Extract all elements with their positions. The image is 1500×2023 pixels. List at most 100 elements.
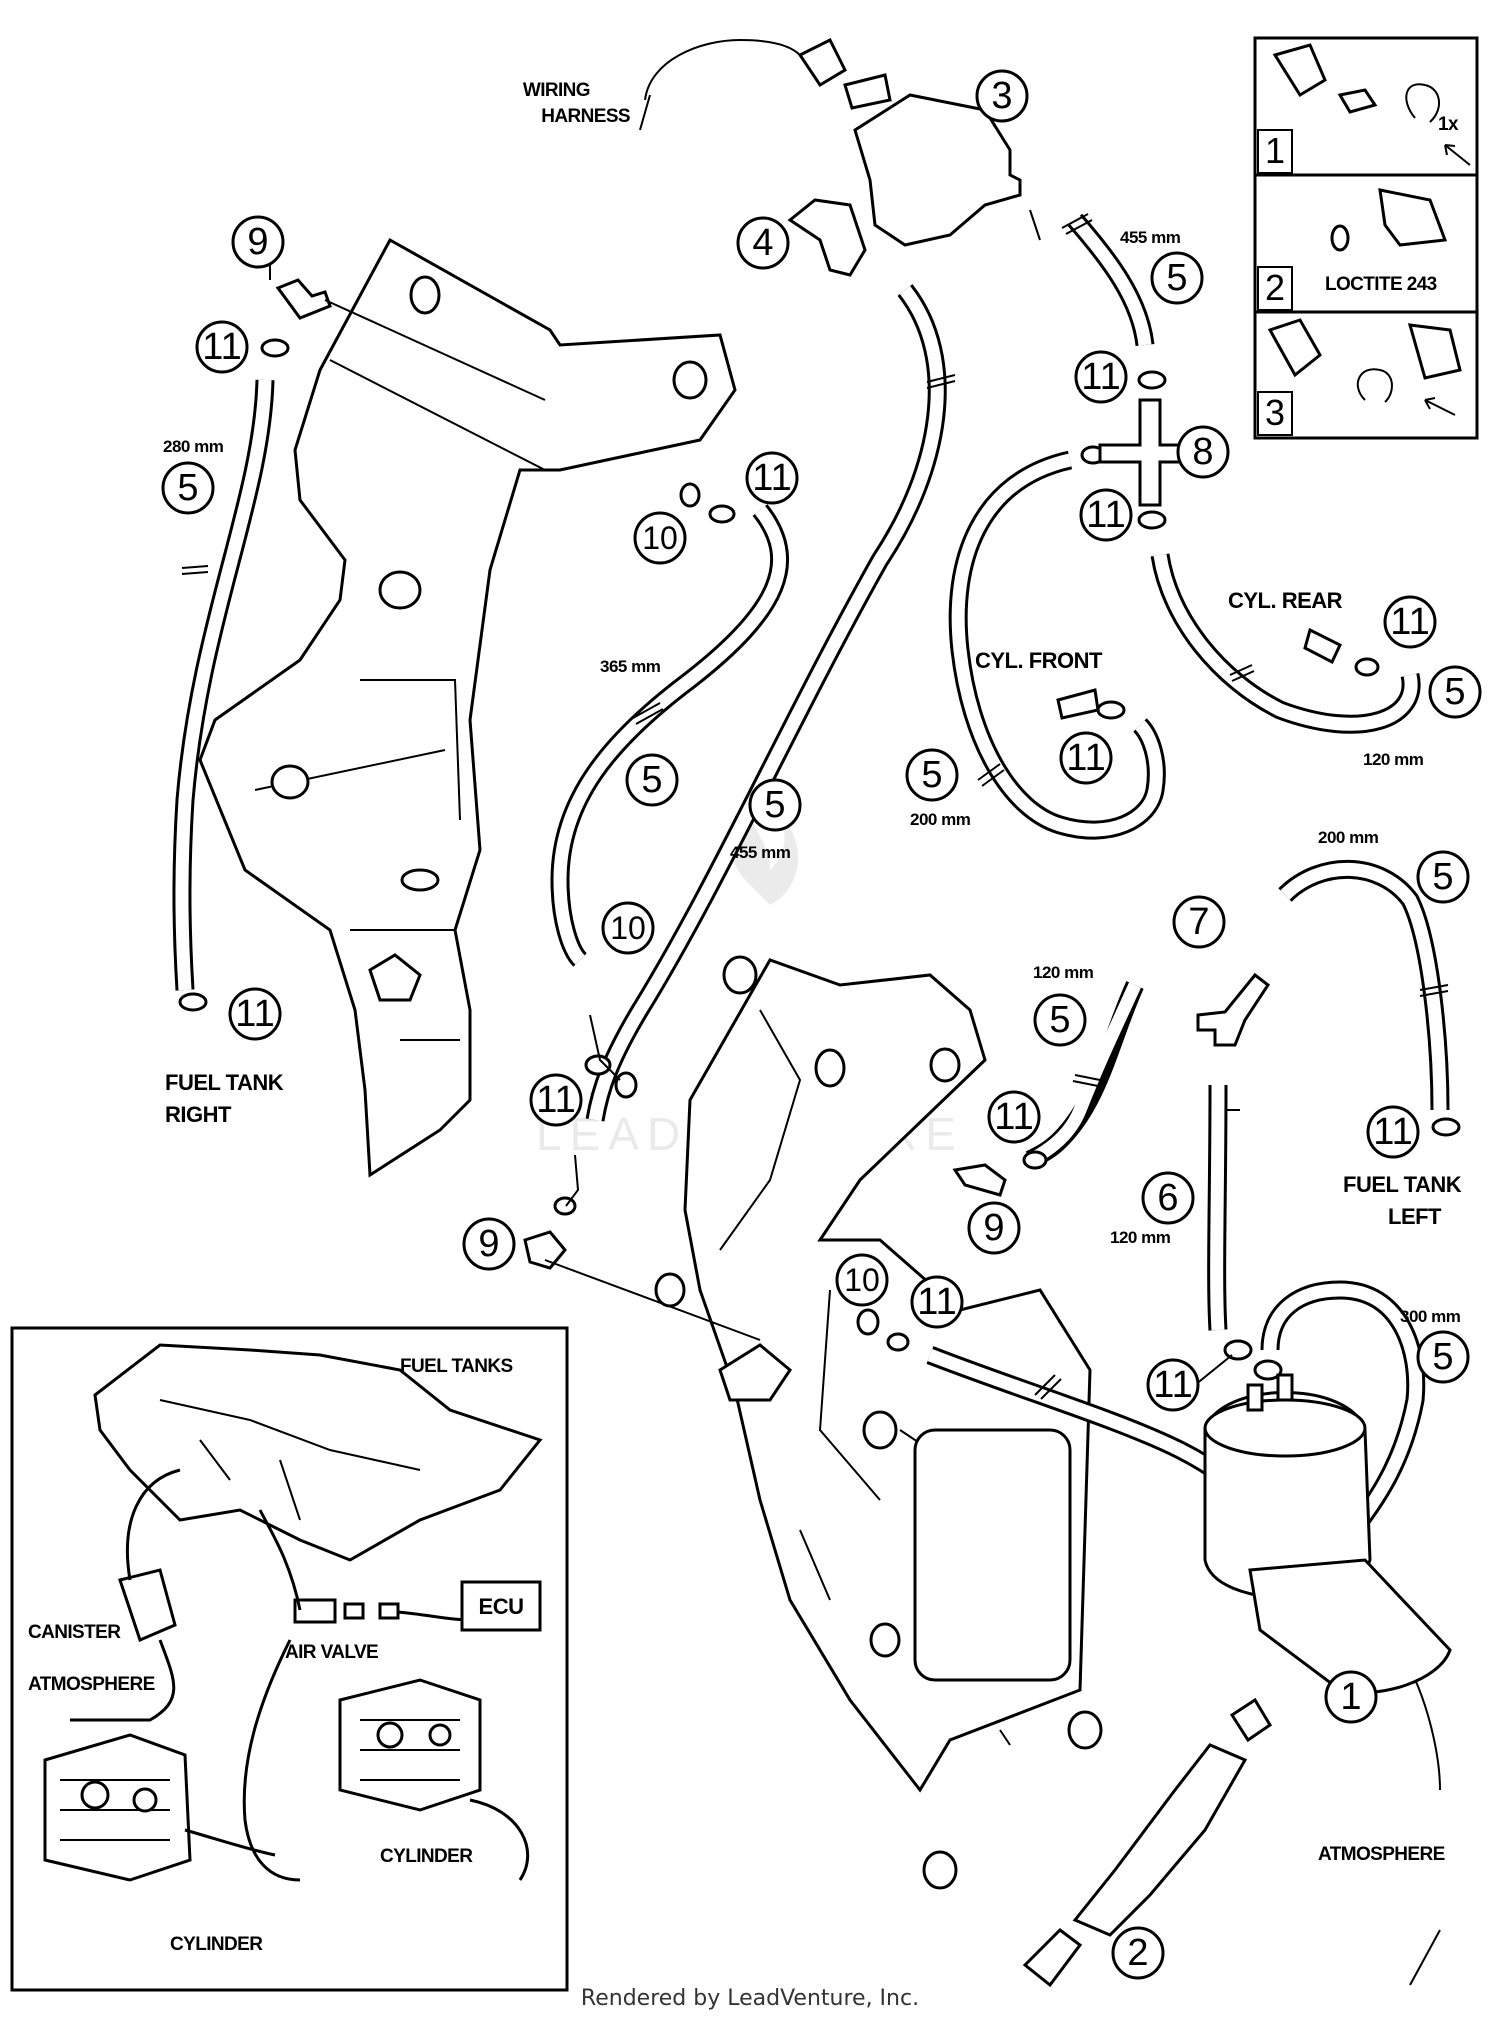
svg-text:3: 3 <box>1265 392 1285 433</box>
dim-455-mid: 455 mm <box>730 843 791 862</box>
fuel-tank-left-shell <box>654 955 1103 1890</box>
svg-text:10: 10 <box>610 910 646 946</box>
svg-text:11: 11 <box>994 1096 1033 1138</box>
legend-torque-note: 1x <box>1438 114 1459 135</box>
inset-label-ecu: ECU <box>479 1594 524 1619</box>
label-cyl-rear: CYL. REAR <box>1228 588 1343 613</box>
svg-text:1: 1 <box>1265 130 1285 171</box>
callout-11: 11 <box>1074 350 1128 404</box>
label-wiring-harness-1: WIRING <box>523 80 590 101</box>
svg-text:5: 5 <box>921 754 942 796</box>
callout-9: 9 <box>462 1217 516 1271</box>
callout-11: 11 <box>910 1275 964 1329</box>
assembly-steps-legend: 1 1x 2 LOCTITE 243 3 <box>1253 36 1479 440</box>
svg-text:11: 11 <box>1153 1364 1192 1406</box>
dim-300: 300 mm <box>1400 1307 1461 1326</box>
callout-3: 3 <box>975 69 1029 123</box>
dim-120-mid: 120 mm <box>1033 963 1094 982</box>
svg-text:5: 5 <box>1444 671 1465 713</box>
inset-label-cylinder-left: CYLINDER <box>170 1934 263 1955</box>
svg-text:9: 9 <box>983 1207 1004 1249</box>
callout-5: 5 <box>1416 850 1470 904</box>
svg-text:11: 11 <box>752 457 791 499</box>
callout-11: 11 <box>1079 488 1133 542</box>
svg-text:7: 7 <box>1188 901 1209 943</box>
svg-text:11: 11 <box>1081 356 1120 398</box>
callout-5: 5 <box>1033 993 1087 1047</box>
label-cyl-front: CYL. FRONT <box>975 648 1103 673</box>
callout-6: 6 <box>1141 1171 1195 1225</box>
legend-step-3: 3 <box>1257 318 1462 436</box>
callout-5: 5 <box>1150 251 1204 305</box>
callout-5: 5 <box>625 753 679 807</box>
svg-text:11: 11 <box>917 1281 956 1323</box>
svg-text:11: 11 <box>202 326 241 368</box>
inset-label-fuel-tanks: FUEL TANKS <box>400 1356 513 1377</box>
callout-5: 5 <box>1416 1330 1470 1384</box>
callout-11: 11 <box>529 1073 583 1127</box>
inset-label-canister: CANISTER <box>28 1622 121 1643</box>
dim-280: 280 mm <box>163 437 224 456</box>
svg-text:10: 10 <box>642 520 678 556</box>
label-fuel-tank-left-2: LEFT <box>1388 1204 1442 1229</box>
ecu-box <box>460 1580 542 1632</box>
callout-9: 9 <box>967 1201 1021 1255</box>
svg-text:5: 5 <box>177 467 198 509</box>
callout-11: 11 <box>1383 595 1437 649</box>
svg-text:5: 5 <box>1432 856 1453 898</box>
inset-label-air-valve: AIR VALVE <box>285 1642 378 1663</box>
inset-label-cylinder-right: CYLINDER <box>380 1846 473 1867</box>
callout-11: 11 <box>1146 1358 1200 1412</box>
callout-9: 9 <box>231 215 285 269</box>
callout-11: 11 <box>1059 731 1113 785</box>
text-labels: WIRING HARNESS FUEL TANK RIGHT FUEL TANK… <box>165 80 1462 1865</box>
callout-11: 11 <box>228 987 282 1041</box>
callout-5: 5 <box>1428 665 1482 719</box>
svg-text:5: 5 <box>764 784 785 826</box>
clamps-and-fittings <box>178 37 1461 1988</box>
callout-11: 11 <box>1366 1105 1420 1159</box>
inset-label-atmosphere: ATMOSPHERE <box>28 1674 155 1695</box>
svg-text:5: 5 <box>1049 999 1070 1041</box>
dim-455-top: 455 mm <box>1120 228 1181 247</box>
svg-text:11: 11 <box>1373 1111 1412 1153</box>
dim-200-left: 200 mm <box>1318 828 1379 847</box>
footer-credit: Rendered by LeadVenture, Inc. <box>581 1986 919 2011</box>
callouts: 3 4 9 11 5 5 11 8 11 11 10 11 5 5 5 11 5… <box>161 69 1482 1980</box>
svg-text:9: 9 <box>247 221 268 263</box>
fuel-tank-right-shell <box>198 237 737 1178</box>
callout-11: 11 <box>987 1090 1041 1144</box>
callout-10: 10 <box>835 1253 889 1307</box>
callout-10: 10 <box>601 901 655 955</box>
svg-text:1: 1 <box>1340 1676 1361 1718</box>
system-inset: FUEL TANKS CANISTER ATMOSPHERE AIR VALVE… <box>10 1326 569 1992</box>
label-fuel-tank-left-1: FUEL TANK <box>1343 1172 1462 1197</box>
legend-step-2: 2 LOCTITE 243 <box>1257 188 1448 311</box>
dim-120-rear: 120 mm <box>1363 750 1424 769</box>
callout-1: 1 <box>1324 1670 1378 1724</box>
callout-5: 5 <box>161 461 215 515</box>
dim-120-6: 120 mm <box>1110 1228 1171 1247</box>
svg-text:3: 3 <box>991 75 1012 117</box>
svg-text:11: 11 <box>1066 737 1105 779</box>
svg-text:2: 2 <box>1265 267 1285 308</box>
legend-step-1: 1 1x <box>1257 43 1471 174</box>
svg-text:5: 5 <box>641 759 662 801</box>
callout-11: 11 <box>745 451 799 505</box>
hose-length-marks <box>181 213 1449 1400</box>
callout-7: 7 <box>1172 895 1226 949</box>
svg-text:5: 5 <box>1166 257 1187 299</box>
legend-loctite: LOCTITE 243 <box>1325 274 1437 295</box>
label-atmosphere: ATMOSPHERE <box>1318 1844 1445 1865</box>
svg-text:6: 6 <box>1157 1177 1178 1219</box>
svg-text:8: 8 <box>1192 431 1213 473</box>
callout-10: 10 <box>633 511 687 565</box>
callout-4: 4 <box>736 216 790 270</box>
svg-text:11: 11 <box>235 993 274 1035</box>
callout-5: 5 <box>905 748 959 802</box>
callout-2: 2 <box>1111 1926 1165 1980</box>
svg-text:5: 5 <box>1432 1336 1453 1378</box>
callout-11: 11 <box>195 320 249 374</box>
hoses <box>172 38 1450 1791</box>
